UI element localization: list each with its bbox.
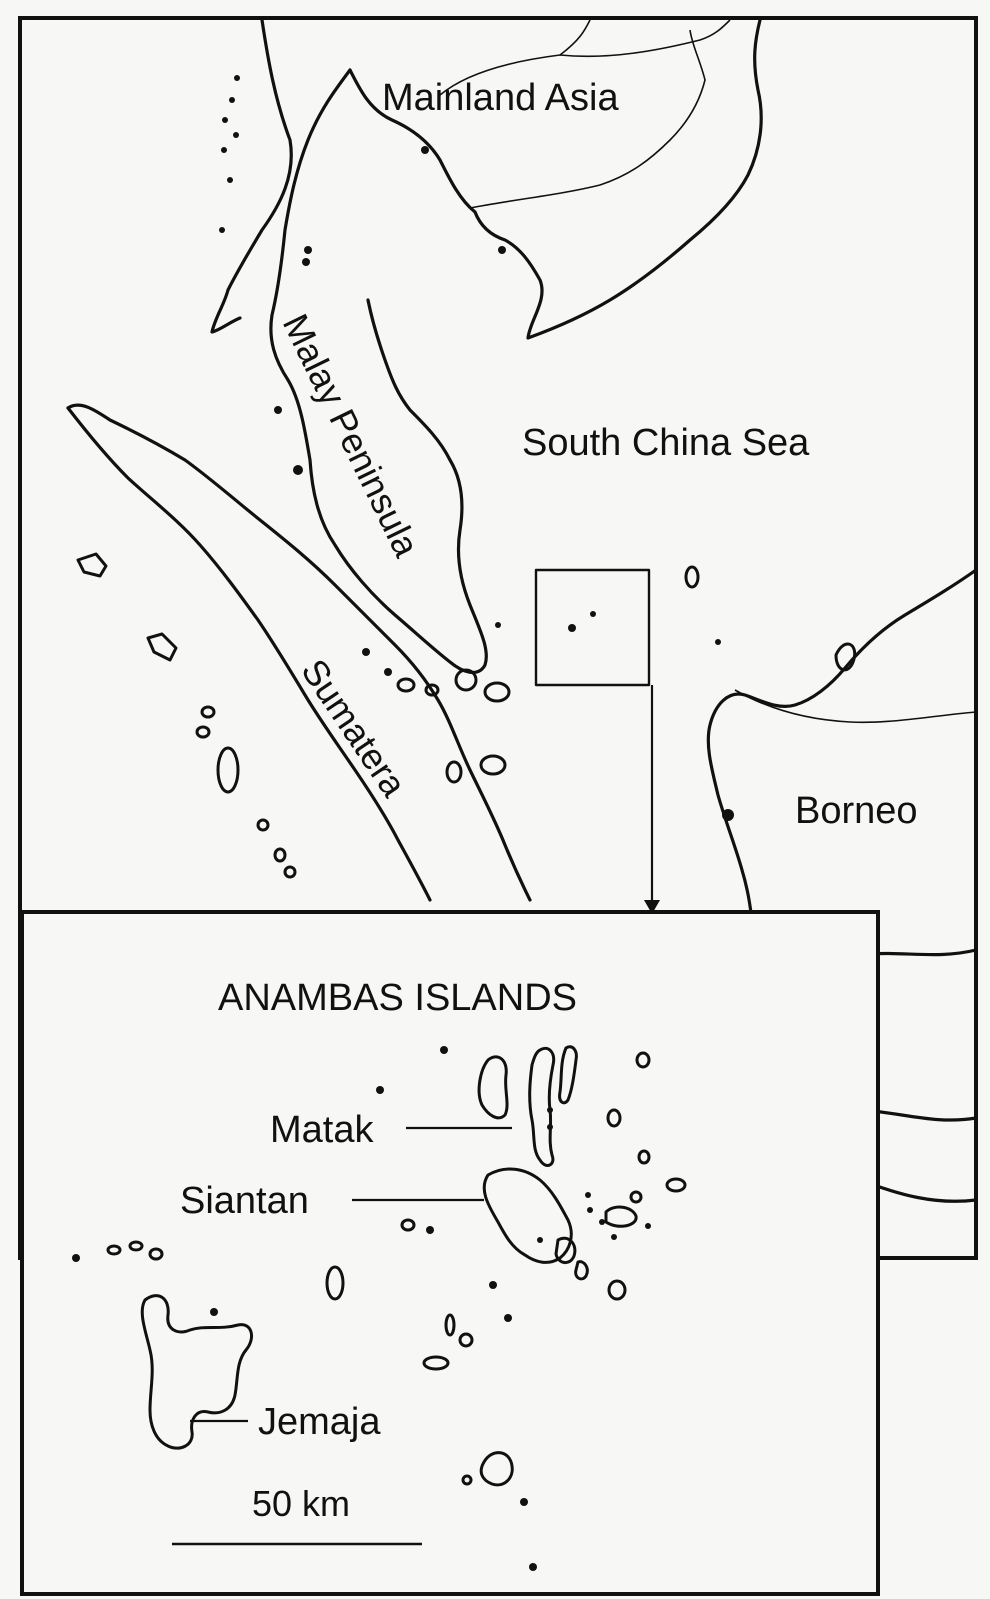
label-borneo: Borneo — [795, 790, 918, 832]
scattered-islands — [76, 75, 857, 879]
gulf-of-thailand-coast — [348, 18, 763, 340]
borneo-border — [734, 689, 977, 724]
island-jemaja — [140, 1294, 254, 1450]
label-siantan: Siantan — [180, 1180, 309, 1222]
scale-bar-label: 50 km — [252, 1483, 350, 1524]
inset-map-frame — [20, 910, 880, 1596]
label-matak: Matak — [270, 1109, 374, 1151]
anambas-locator-box — [534, 568, 651, 687]
label-mainland-asia: Mainland Asia — [382, 77, 619, 119]
label-malay-peninsula: Malay Peninsula — [275, 308, 428, 564]
inset-title: ANAMBAS ISLANDS — [218, 977, 577, 1019]
sumatera-coast — [66, 406, 432, 902]
locator-arrowhead — [644, 900, 660, 914]
mainland-borders — [439, 19, 731, 209]
island-siantan — [482, 1167, 573, 1264]
label-sumatera: Sumatera — [293, 652, 415, 805]
label-jemaja: Jemaja — [258, 1401, 381, 1443]
sumatera-east-coast — [66, 403, 532, 902]
island-matak — [528, 1046, 556, 1167]
island-matak-west — [477, 1055, 509, 1120]
inset-small-islands — [72, 1046, 687, 1571]
borneo-coast — [706, 568, 978, 922]
malay-peninsula-coast — [269, 68, 488, 674]
label-south-china-sea: South China Sea — [522, 422, 810, 464]
mainland-asia-coast — [210, 18, 293, 334]
anambas-locator-dot — [568, 624, 576, 632]
inset-map: ANAMBAS ISLANDS — [20, 910, 880, 1596]
